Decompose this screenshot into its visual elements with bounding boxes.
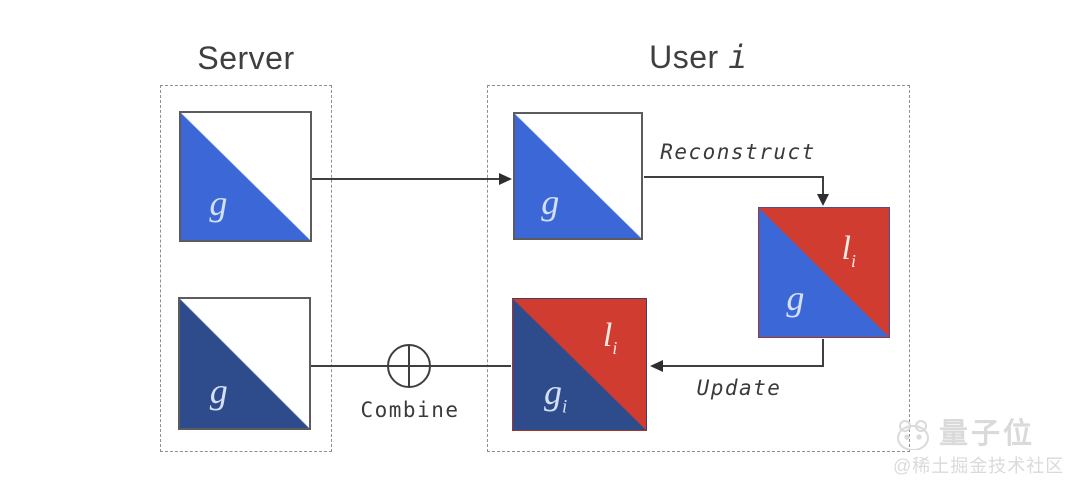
watermark-brand-row: 量子位 [893,418,1078,450]
watermark: 量子位 @稀土掘金技术社区 [893,418,1078,478]
local-subscript: i [850,251,856,272]
server-combined-model-label: g [209,370,228,411]
reconstructed-local-label: li [841,230,856,270]
local-letter: l [602,316,613,354]
updated-global-label: gi [543,372,567,416]
update-label: Update [696,376,782,400]
user-group-box [487,85,910,452]
global-subscript: i [561,396,568,418]
watermark-community-text: @稀土掘金技术社区 [893,456,1065,476]
server-global-model-label: g [209,183,228,224]
local-subscript: i [612,337,618,358]
reconstructed-global-label: g [786,278,805,319]
watermark-brand-text: 量子位 [939,417,1036,450]
server-group-box [160,85,332,452]
server-title-text: Server [197,40,295,76]
user-title-text: User [649,39,719,75]
updated-local-label: li [602,316,617,356]
user-reconstructed-model-square: li g [758,207,890,338]
user-title: User i [487,38,910,76]
user-global-model-square: g [513,112,643,240]
user-updated-model-square: li gi [512,298,647,431]
qbitai-panda-logo-icon [897,420,930,450]
reconstruct-label: Reconstruct [660,140,816,164]
server-title: Server [160,40,332,77]
xor-combine-icon [387,344,431,388]
combine-label: Combine [360,398,460,422]
local-letter: l [841,230,851,268]
user-global-model-label: g [541,182,560,223]
global-letter: g [543,372,562,412]
server-combined-model-square: g [178,297,311,430]
user-index-variable: i [728,38,748,76]
server-global-model-square: g [179,111,312,242]
